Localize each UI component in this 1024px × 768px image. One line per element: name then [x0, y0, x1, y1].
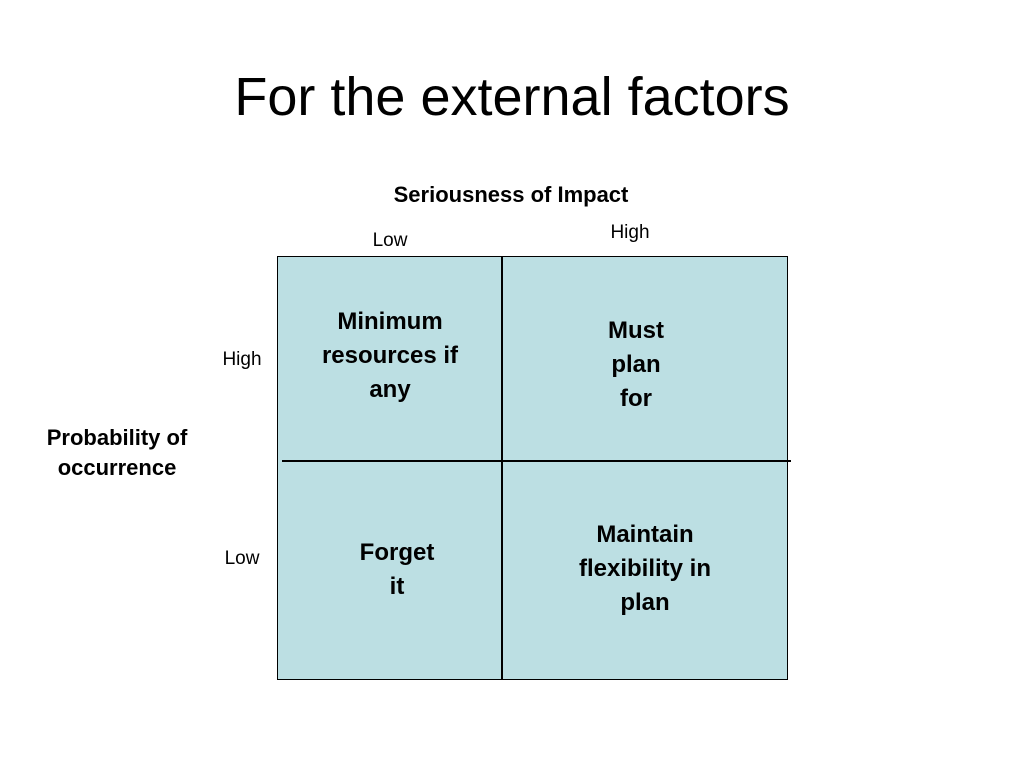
- cell-line: Must: [608, 317, 664, 344]
- y-tick-low: Low: [224, 548, 260, 569]
- cell-line: it: [389, 573, 405, 600]
- cell-line: plan: [611, 351, 661, 378]
- cell-high-probability-low-impact: Minimum resources if any: [298, 305, 482, 407]
- matrix-horizontal-divider: [282, 460, 791, 462]
- matrix-vertical-divider: [501, 256, 503, 680]
- cell-line: for: [620, 385, 652, 412]
- cell-low-probability-low-impact: Forget it: [332, 536, 462, 604]
- cell-line: Maintain: [596, 521, 694, 548]
- cell-high-probability-high-impact: Must plan for: [566, 314, 706, 416]
- x-axis-title: Seriousness of Impact: [393, 182, 629, 207]
- x-tick-low: Low: [372, 230, 408, 251]
- cell-line: flexibility in: [578, 555, 712, 582]
- y-tick-high: High: [222, 349, 262, 370]
- y-axis-title-line-2: occurrence: [57, 455, 177, 480]
- cell-line: plan: [620, 589, 670, 616]
- y-axis-title: Probability of occurrence: [22, 423, 212, 483]
- matrix-grid: [277, 256, 788, 680]
- cell-low-probability-high-impact: Maintain flexibility in plan: [555, 518, 735, 620]
- x-tick-high: High: [610, 222, 650, 243]
- y-axis-title-line-1: Probability of: [46, 425, 188, 450]
- cell-line: resources if: [321, 342, 459, 369]
- cell-line: Minimum: [337, 308, 443, 335]
- cell-line: Forget: [359, 539, 435, 566]
- slide-title: For the external factors: [234, 67, 790, 127]
- cell-line: any: [369, 376, 411, 403]
